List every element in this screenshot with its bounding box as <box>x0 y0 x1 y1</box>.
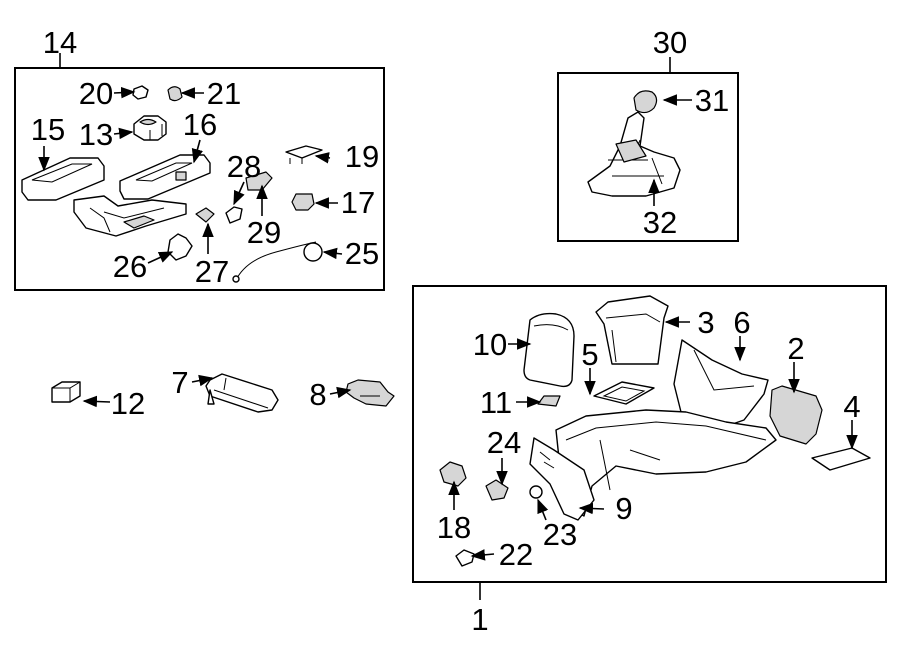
part-18-knob <box>439 461 467 487</box>
part-12-block <box>51 381 81 403</box>
callout-2: 2 <box>787 331 804 366</box>
callout-26: 26 <box>113 249 147 284</box>
part-31-shift-knob <box>633 90 658 114</box>
callout-5: 5 <box>581 337 598 372</box>
part-10-armrest-lid <box>523 312 575 388</box>
part-23-plug <box>529 485 543 499</box>
part-20-bulb <box>132 85 149 100</box>
part-13-cup-holder <box>133 115 167 141</box>
callout-31: 31 <box>695 83 729 118</box>
part-8-bracket <box>345 379 395 407</box>
group-box-14 <box>14 53 385 291</box>
part-21-socket <box>167 86 183 102</box>
callout-11: 11 <box>480 385 512 420</box>
callout-28: 28 <box>227 149 261 184</box>
callout-16: 16 <box>183 107 217 142</box>
part-26-retainer <box>167 233 193 261</box>
part-25-cable <box>232 241 323 283</box>
callout-10: 10 <box>473 327 507 362</box>
part-22-socket <box>455 549 475 567</box>
callout-1: 1 <box>471 602 488 637</box>
part-console-bracket <box>73 195 187 237</box>
callout-24: 24 <box>487 425 521 460</box>
leader-lines <box>38 86 858 561</box>
callout-21: 21 <box>207 76 241 111</box>
callout-17: 17 <box>341 185 375 220</box>
part-2-side-pocket <box>769 385 823 445</box>
part-16-armrest-panel <box>119 154 211 200</box>
callout-27: 27 <box>195 254 229 289</box>
callout-12: 12 <box>111 386 145 421</box>
callout-25: 25 <box>345 236 379 271</box>
callout-18: 18 <box>437 510 471 545</box>
part-28-clip <box>225 206 243 224</box>
callout-30: 30 <box>653 25 687 60</box>
part-4-pad <box>811 447 871 471</box>
callout-22: 22 <box>499 537 533 572</box>
part-6-trim-panel <box>673 339 769 435</box>
callout-14: 14 <box>43 25 77 60</box>
part-15-tray <box>21 157 105 201</box>
part-17-switch <box>291 193 315 211</box>
part-3-storage-bin <box>595 295 669 365</box>
group-box-30 <box>557 57 739 242</box>
callout-29: 29 <box>247 215 281 250</box>
callout-7: 7 <box>171 365 188 400</box>
callout-15: 15 <box>31 112 65 147</box>
callout-20: 20 <box>79 76 113 111</box>
part-32-shifter-assembly <box>587 111 681 197</box>
part-7-duct <box>205 373 279 413</box>
callout-23: 23 <box>543 517 577 552</box>
part-5-mat <box>593 381 655 405</box>
callout-19: 19 <box>345 139 379 174</box>
part-27-lamp <box>195 207 215 223</box>
part-11-clip <box>537 395 561 407</box>
callout-32: 32 <box>643 205 677 240</box>
group-box-1 <box>412 285 887 600</box>
callout-6: 6 <box>733 305 750 340</box>
part-9-console-body <box>529 409 777 521</box>
callout-8: 8 <box>309 377 326 412</box>
part-24-switch <box>485 479 509 501</box>
callout-4: 4 <box>843 389 860 424</box>
callout-13: 13 <box>79 117 113 152</box>
part-19-cover <box>285 145 323 164</box>
callout-9: 9 <box>615 491 632 526</box>
callout-3: 3 <box>697 305 714 340</box>
